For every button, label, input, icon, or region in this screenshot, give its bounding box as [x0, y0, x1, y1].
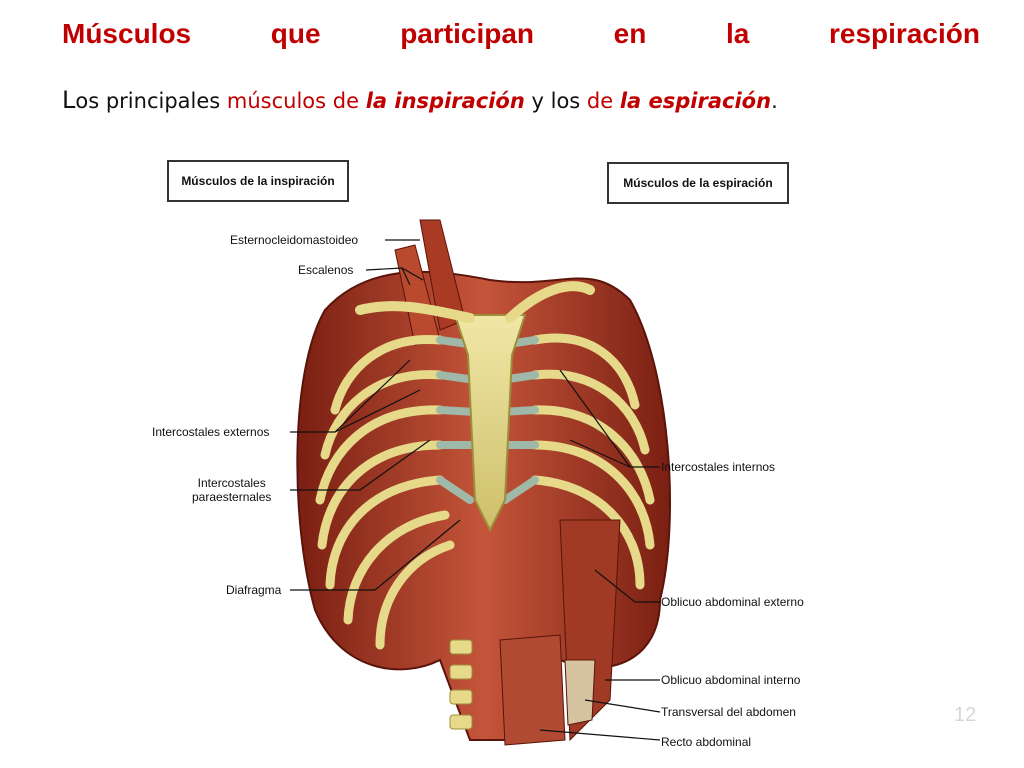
- subtitle-text: y los: [524, 89, 587, 113]
- title-word: respiración: [828, 18, 980, 49]
- label-escalenos: Escalenos: [298, 263, 354, 277]
- anatomy-figure: Músculos de la inspiración Músculos de l…: [140, 140, 840, 760]
- subtitle-red-text: de: [586, 89, 620, 113]
- inspiration-box: Músculos de la inspiración: [167, 160, 349, 202]
- label-recto: Recto abdominal: [661, 735, 752, 749]
- slide-subtitle: Los principales músculos de la inspiraci…: [62, 86, 778, 114]
- title-word: que: [270, 18, 321, 49]
- title-word: la: [725, 18, 750, 49]
- label-oblicuo-interno: Oblicuo abdominal interno: [661, 673, 801, 687]
- label-diafragma: Diafragma: [226, 583, 282, 597]
- subtitle-text: os principales: [75, 89, 227, 113]
- label-esternocleidomastoideo: Esternocleidomastoideo: [230, 233, 359, 247]
- expiration-box: Músculos de la espiración: [607, 162, 789, 204]
- thorax-illustration: [290, 219, 671, 746]
- title-word: Músculos: [62, 18, 192, 49]
- subtitle-text: .: [771, 89, 778, 113]
- subtitle-red-text: músculos de: [226, 89, 366, 113]
- title-word: participan: [400, 18, 535, 49]
- subtitle-espiracion: la espiración: [619, 89, 772, 113]
- label-line: Intercostales: [197, 476, 266, 490]
- page-number: 12: [954, 704, 977, 726]
- label-intercostales-paraesternales: Intercostales paraesternales: [192, 476, 271, 504]
- subtitle-initial: L: [62, 86, 76, 114]
- label-line: paraesternales: [192, 490, 272, 504]
- label-transversal: Transversal del abdomen: [661, 705, 796, 719]
- subtitle-inspiracion: la inspiración: [365, 89, 525, 113]
- label-intercostales-internos: Intercostales internos: [661, 460, 776, 474]
- label-oblicuo-externo: Oblicuo abdominal externo: [661, 595, 804, 609]
- slide-title: Músculos que participan en la respiració…: [62, 14, 980, 54]
- title-word: en: [613, 18, 647, 49]
- label-intercostales-externos: Intercostales externos: [152, 425, 270, 439]
